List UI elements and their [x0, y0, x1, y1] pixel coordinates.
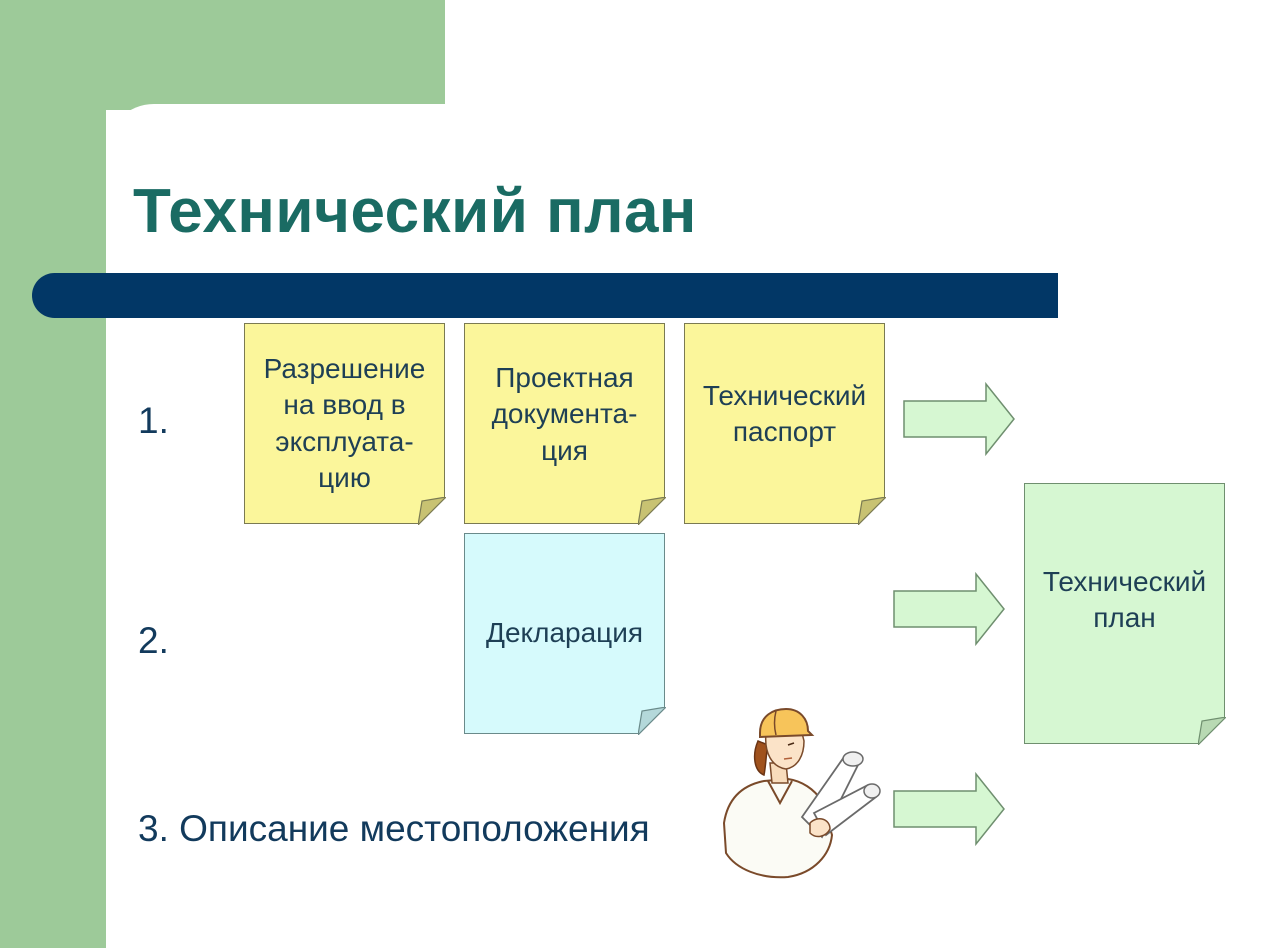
- page-fold-icon: [638, 497, 666, 525]
- doc-commissioning-permit: Разрешение на ввод в эксплуата- цию: [244, 323, 446, 525]
- row-location-description: 3. Описание местоположения: [138, 808, 650, 849]
- doc-project-documentation: Проектная документа- ция: [464, 323, 666, 525]
- doc-technical-plan-result-text: Технический план: [1042, 566, 1207, 634]
- doc-commissioning-permit-text: Разрешение на ввод в эксплуата- цию: [263, 352, 426, 493]
- doc-technical-plan-result: Технический план: [1024, 483, 1226, 745]
- engineer-with-blueprints-icon: [722, 707, 881, 879]
- row-number-1: 1.: [138, 400, 169, 441]
- row-number-2: 2.: [138, 620, 169, 661]
- right-arrow-icon: [903, 382, 1015, 456]
- slide-title: Технический план: [133, 177, 697, 246]
- doc-project-documentation-text: Проектная документа- ция: [491, 362, 638, 466]
- title-underline-bar: [32, 273, 1058, 318]
- right-arrow-icon: [893, 772, 1005, 846]
- doc-declaration: Декларация: [464, 533, 666, 735]
- right-arrow-icon: [893, 572, 1005, 646]
- background-band-left: [0, 0, 106, 948]
- doc-technical-passport-text: Технический паспорт: [702, 380, 867, 448]
- page-fold-icon: [638, 707, 666, 735]
- doc-technical-passport: Технический паспорт: [684, 323, 886, 525]
- page-fold-icon: [418, 497, 446, 525]
- page-fold-icon: [858, 497, 886, 525]
- page-fold-icon: [1198, 717, 1226, 745]
- doc-declaration-text: Декларация: [486, 617, 643, 649]
